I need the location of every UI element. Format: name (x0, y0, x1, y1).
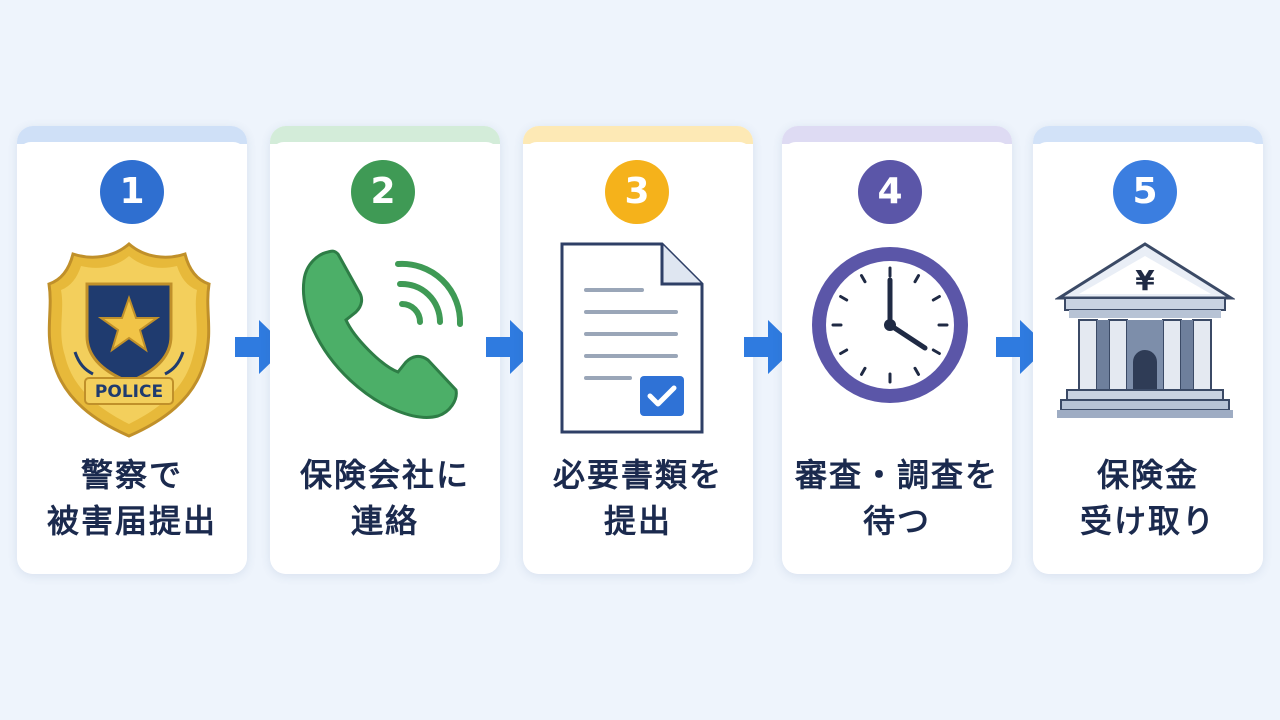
yen-sign: ¥ (1135, 264, 1155, 297)
step-label-line-2: 受け取り (1079, 502, 1216, 540)
step-label-1: 警察で 被害届提出 (17, 452, 247, 544)
phone-icon (301, 249, 464, 419)
step-label-3: 必要書類を 提出 (523, 452, 753, 544)
clock-icon (812, 247, 968, 403)
step-number-badge: 3 (605, 160, 669, 224)
step-label-line-2: 被害届提出 (46, 502, 217, 540)
arrow-right-icon (996, 320, 1048, 374)
step-label-line-2: 待つ (862, 502, 931, 540)
arrow-right-icon (486, 320, 538, 374)
police-badge-icon: POLICE (47, 242, 211, 438)
step-label-2: 保険会社に 連絡 (270, 452, 500, 544)
step-label-line-1: 保険金 (1096, 456, 1199, 494)
step-label-line-2: 連絡 (350, 502, 419, 540)
badge-text: POLICE (95, 382, 163, 402)
step-label-line-1: 警察で (80, 456, 183, 494)
card-top-bar (270, 126, 500, 144)
card-top-bar (17, 126, 247, 144)
step-label-line-2: 提出 (603, 502, 672, 540)
step-label-line-1: 必要書類を (552, 456, 723, 494)
step-label-4: 審査・調査を 待つ (782, 452, 1012, 544)
card-top-bar (782, 126, 1012, 144)
card-top-bar (1033, 126, 1263, 144)
document-check-icon (560, 242, 704, 434)
arrow-right-icon (235, 320, 287, 374)
step-number-badge: 5 (1113, 160, 1177, 224)
card-top-bar (523, 126, 753, 144)
step-number-badge: 4 (858, 160, 922, 224)
step-number-badge: 1 (100, 160, 164, 224)
bank-yen-icon: ¥ (1055, 242, 1235, 418)
step-label-line-1: 審査・調査を (794, 456, 999, 494)
step-label-line-1: 保険会社に (299, 456, 470, 494)
arrow-right-icon (744, 320, 796, 374)
step-label-5: 保険金 受け取り (1033, 452, 1263, 544)
step-number-badge: 2 (351, 160, 415, 224)
